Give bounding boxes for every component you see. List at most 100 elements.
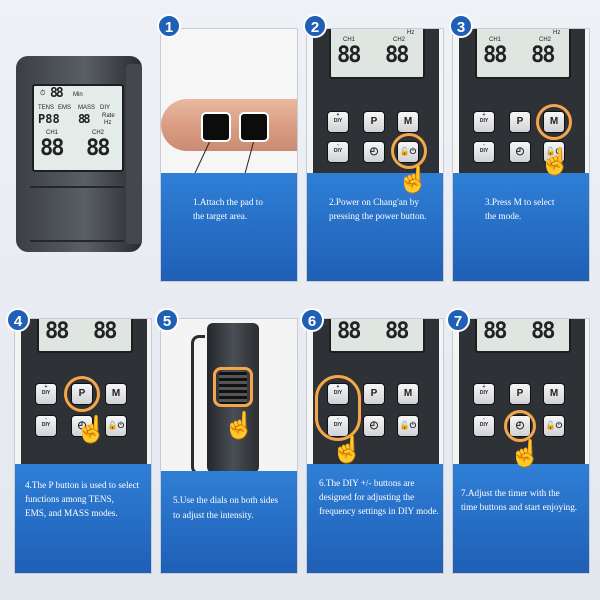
m-key[interactable]: M bbox=[397, 111, 419, 133]
highlight-ring-5 bbox=[213, 367, 253, 407]
minus-glyph-3: - bbox=[483, 142, 485, 148]
highlight-ring-4 bbox=[64, 376, 100, 412]
step-5-line-2: to adjust the intensity. bbox=[173, 509, 254, 520]
timer-key-4[interactable]: ◴ bbox=[71, 415, 93, 437]
product-device: ⏱ 88 Min TENS EMS MASS DIY P88 88 Rate H… bbox=[16, 56, 142, 252]
diy-minus-key[interactable]: -DIY bbox=[327, 141, 349, 163]
hz-digits-3: 88 bbox=[527, 29, 540, 31]
step-3-line-2: the mode. bbox=[485, 210, 522, 221]
step-badge-4: 4 bbox=[6, 308, 30, 332]
pointing-hand-icon-5: ☝ bbox=[223, 411, 256, 440]
ch1-digits-4: 88 bbox=[45, 319, 69, 344]
plus-glyph-4: + bbox=[44, 384, 48, 390]
diy-glyph-3b: DIY bbox=[479, 148, 489, 154]
ch1-label-2: CH1 bbox=[343, 37, 356, 43]
step-card-6: 88 88 +DIY P M -DIY ◴ 🔓⏻ ☝ 6.The DIY +/-… bbox=[306, 318, 444, 574]
p-key-7[interactable]: P bbox=[509, 383, 531, 405]
pointing-hand-icon: ☝ bbox=[397, 165, 430, 194]
step-2-image: P88 88 Rate Hz CH1 CH2 88 88 +DIY P M -D… bbox=[307, 29, 443, 173]
step-card-3: P88 88 Rate Hz CH1 CH2 88 88 +DIY P M -D… bbox=[452, 28, 590, 282]
power-key-7[interactable]: 🔓⏻ bbox=[543, 415, 565, 437]
hz-label-2: Hz bbox=[407, 30, 415, 36]
step-4-image: 88 88 +DIY P M -DIY ◴ 🔓⏻ bbox=[15, 319, 151, 464]
step-5-caption: 5.Use the dials on both sides to adjust … bbox=[161, 471, 297, 573]
minus-glyph: - bbox=[337, 142, 339, 148]
highlight-ring-3 bbox=[536, 104, 572, 140]
mode-diy: DIY bbox=[100, 105, 111, 111]
p-key-6[interactable]: P bbox=[363, 383, 385, 405]
highlight-ring-6 bbox=[315, 375, 361, 441]
plus-glyph: + bbox=[336, 112, 340, 118]
step-3-image: P88 88 Rate Hz CH1 CH2 88 88 +DIY P M -D… bbox=[453, 29, 589, 173]
diy-plus-key-4[interactable]: +DIY bbox=[35, 383, 57, 405]
step-badge-2: 2 bbox=[303, 14, 327, 38]
belt-clip bbox=[191, 335, 205, 472]
ch1-label: CH1 bbox=[46, 130, 59, 136]
ch2-label-3: CH2 bbox=[539, 37, 552, 43]
hz-digits-2: 88 bbox=[381, 29, 394, 31]
timer-key[interactable]: ◴ bbox=[363, 141, 385, 163]
power-key-4[interactable]: 🔓⏻ bbox=[105, 415, 127, 437]
step-3-caption: 3.Press M to select the mode. bbox=[453, 172, 589, 281]
step-7-line-1: 7.Adjust the timer with the bbox=[461, 487, 560, 498]
ch1-digits-6: 88 bbox=[337, 319, 361, 344]
step-2-line-1: 2.Power on Chang'an by bbox=[329, 196, 419, 207]
minus-glyph-4: - bbox=[45, 416, 47, 422]
ch1-digits-3: 88 bbox=[483, 43, 507, 68]
step-6-image: 88 88 +DIY P M -DIY ◴ 🔓⏻ bbox=[307, 319, 443, 464]
step-6-line-3: frequency settings in DIY mode. bbox=[319, 506, 439, 517]
ch2-digits: 88 bbox=[86, 136, 110, 161]
p-key-3[interactable]: P bbox=[509, 111, 531, 133]
step-card-2: P88 88 Rate Hz CH1 CH2 88 88 +DIY P M -D… bbox=[306, 28, 444, 282]
diy-minus-key-4[interactable]: -DIY bbox=[35, 415, 57, 437]
diy-glyph-7b: DIY bbox=[479, 422, 489, 428]
step-badge-3: 3 bbox=[449, 14, 473, 38]
diy-plus-key-3[interactable]: +DIY bbox=[473, 111, 495, 133]
intensity-dial[interactable] bbox=[219, 371, 247, 405]
step-4-line-1: 4.The P button is used to select bbox=[25, 479, 140, 490]
program-digits-3: P88 bbox=[481, 29, 503, 31]
ch1-digits-2: 88 bbox=[337, 43, 361, 68]
pointing-hand-icon-4: ☝ bbox=[75, 415, 108, 444]
diy-glyph: DIY bbox=[333, 118, 343, 124]
hz-label-3: Hz bbox=[553, 30, 561, 36]
step-card-5: ☝ 5.Use the dials on both sides to adjus… bbox=[160, 318, 298, 574]
step-badge-6: 6 bbox=[300, 308, 324, 332]
step-1-image bbox=[161, 29, 297, 173]
m-key-4[interactable]: M bbox=[105, 383, 127, 405]
plus-glyph-7: + bbox=[482, 384, 486, 390]
power-key-3[interactable]: 🔓⏻ bbox=[543, 141, 565, 163]
step-card-7: 88 88 +DIY P M -DIY ◴ 🔓⏻ ☝ 7.Adjust the … bbox=[452, 318, 590, 574]
diy-glyph-7: DIY bbox=[479, 390, 489, 396]
ch2-digits-3: 88 bbox=[531, 43, 555, 68]
step-1-caption: 1.Attach the pad to the target area. bbox=[161, 172, 297, 281]
step-3-line-1: 3.Press M to select bbox=[485, 196, 555, 207]
step-7-line-2: time buttons and start enjoying. bbox=[461, 502, 578, 513]
step-5-line-1: 5.Use the dials on both sides bbox=[173, 495, 279, 506]
program-digits-2: P88 bbox=[335, 29, 357, 31]
hz-label: Hz bbox=[104, 120, 112, 126]
device-screen: ⏱ 88 Min TENS EMS MASS DIY P88 88 Rate H… bbox=[32, 84, 124, 172]
m-key-6[interactable]: M bbox=[397, 383, 419, 405]
m-key-7[interactable]: M bbox=[543, 383, 565, 405]
step-1-line-1: 1.Attach the pad to bbox=[193, 196, 263, 207]
mode-ems: EMS bbox=[58, 105, 72, 111]
diy-minus-key-3[interactable]: -DIY bbox=[473, 141, 495, 163]
step-5-image bbox=[161, 319, 297, 472]
p-key[interactable]: P bbox=[363, 111, 385, 133]
plus-glyph-3: + bbox=[482, 112, 486, 118]
power-key-6[interactable]: 🔓⏻ bbox=[397, 415, 419, 437]
diy-plus-key[interactable]: +DIY bbox=[327, 111, 349, 133]
pointing-hand-icon-7: ☝ bbox=[509, 439, 542, 468]
ch2-label: CH2 bbox=[92, 130, 105, 136]
diy-plus-key-7[interactable]: +DIY bbox=[473, 383, 495, 405]
step-4-caption: 4.The P button is used to select functio… bbox=[15, 463, 151, 573]
step-7-caption: 7.Adjust the timer with the time buttons… bbox=[453, 463, 589, 573]
diy-glyph-2: DIY bbox=[333, 148, 343, 154]
diy-minus-key-7[interactable]: -DIY bbox=[473, 415, 495, 437]
timer-key-6[interactable]: ◴ bbox=[363, 415, 385, 437]
program-digits: P88 bbox=[38, 112, 60, 126]
step-card-4: 88 88 +DIY P M -DIY ◴ 🔓⏻ ☝ 4.The P butto… bbox=[14, 318, 152, 574]
step-6-line-1: 6.The DIY +/- buttons are bbox=[319, 477, 415, 488]
timer-key-3[interactable]: ◴ bbox=[509, 141, 531, 163]
